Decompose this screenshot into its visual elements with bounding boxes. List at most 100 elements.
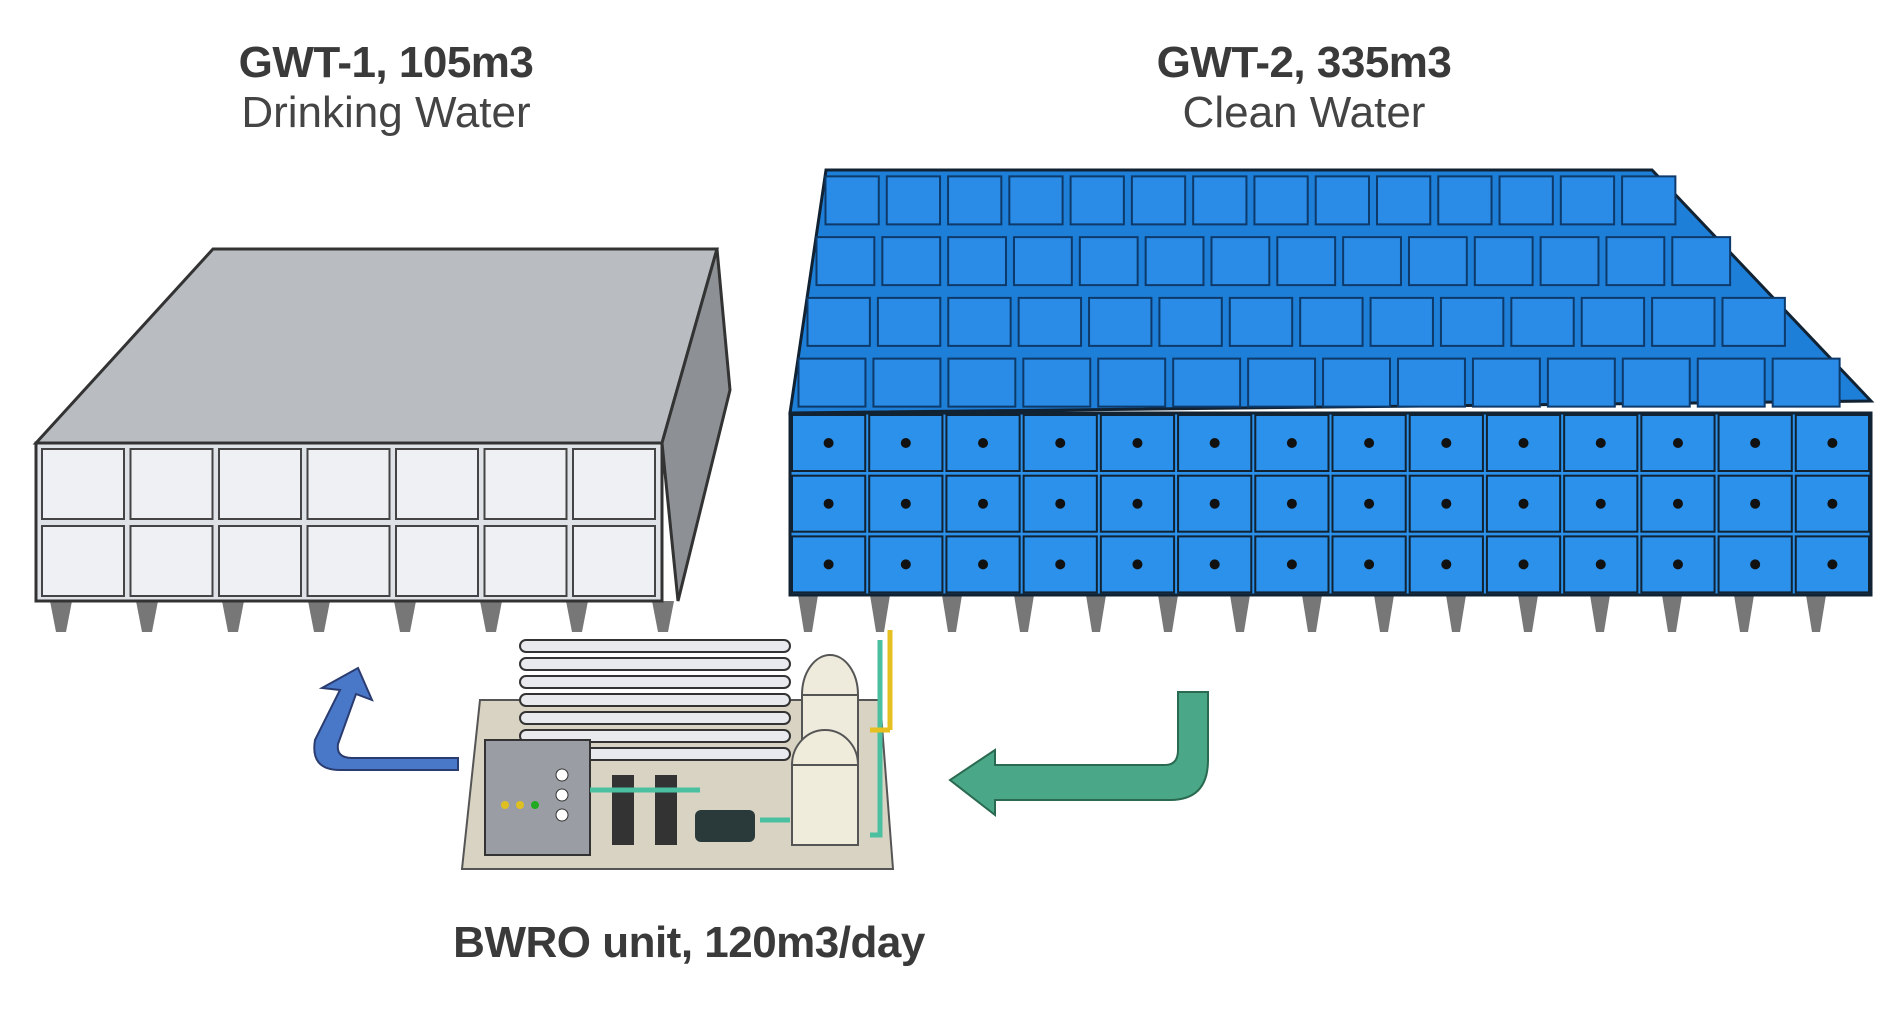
gwt2-panel-bolt [1055, 559, 1066, 570]
gwt1-panel [572, 525, 656, 597]
gwt2-top-panel [947, 296, 1012, 347]
gwt2-top-grid [797, 175, 1841, 408]
gwt2-panel-bolt [1209, 498, 1220, 509]
gwt2-top-panel [1510, 296, 1575, 347]
gwt2-top-panel [885, 175, 942, 226]
bwro-membrane-tube [519, 675, 791, 689]
gwt2-panel-bolt [1055, 498, 1066, 509]
gwt2-top-panel [1559, 175, 1616, 226]
gwt1-leg [136, 601, 158, 632]
arrow-from-gwt2 [948, 691, 1209, 818]
gwt2-leg [1086, 595, 1106, 632]
gwt2-top-panel [815, 236, 876, 287]
gwt2-panel-bolt [1518, 559, 1529, 570]
bwro-pump [695, 810, 755, 842]
gwt2-leg [1518, 595, 1538, 632]
bwro-membrane-tube [519, 711, 791, 725]
gwt2-leg [1302, 595, 1322, 632]
gwt1-leg [222, 601, 244, 632]
gwt2-top-panel [947, 175, 1003, 226]
gwt1-tank [32, 247, 732, 632]
gwt1-title: GWT-1, 105m3 [238, 38, 534, 87]
gwt2-leg [1374, 595, 1394, 632]
gwt2-panel-bolt [823, 438, 834, 448]
gwt2-top-panel [1210, 236, 1271, 287]
gwt2-top-panel [1696, 357, 1766, 408]
gwt1-panels [41, 448, 656, 597]
gwt2-top-panel [1088, 296, 1153, 347]
gwt2-top-panel [947, 357, 1017, 408]
gwt2-panel-bolt [823, 559, 834, 570]
gwt2-panel-bolt [1132, 438, 1143, 448]
gwt2-tank [788, 168, 1875, 632]
gwt2-panel-bolt [1827, 498, 1838, 509]
gwt2-top-panel [1158, 296, 1223, 347]
gwt2-top-panel [1078, 236, 1139, 287]
gwt2-top-panel [806, 296, 871, 347]
gwt2-panel-bolt [1441, 498, 1452, 509]
gwt2-top-panel [1580, 296, 1646, 347]
gwt2-leg [1446, 595, 1466, 632]
gwt2-top-panel [881, 236, 942, 287]
gwt2-panel-bolt [1672, 559, 1683, 570]
gwt2-panel-bolt [1827, 438, 1838, 448]
gwt2-leg [1230, 595, 1250, 632]
gwt2-top-panel [1771, 357, 1841, 408]
gwt2-panel [945, 535, 1021, 594]
bwro-filter-1 [612, 775, 634, 845]
gwt2-top-panel [1651, 296, 1716, 347]
gwt2-panel-bolt [1364, 438, 1375, 448]
gwt2-top-panel [1008, 175, 1064, 226]
gwt1-legs [50, 601, 674, 632]
gwt2-panel-bolt [1364, 559, 1375, 570]
gwt1-top [32, 247, 719, 445]
gwt1-panel [41, 525, 125, 597]
bwro-label: BWRO unit, 120m3/day [453, 918, 925, 967]
bwro-control-panel [484, 739, 591, 856]
gwt2-title: GWT-2, 335m3 [1156, 38, 1452, 87]
gwt2-panel-bolt [1286, 559, 1297, 570]
gwt1-panel [129, 448, 214, 520]
gwt2-top-panel [1228, 296, 1294, 347]
gwt1-leg [308, 601, 330, 632]
gwt2-leg [798, 595, 818, 632]
gwt1-panel [395, 448, 479, 520]
bwro-membrane-tube [519, 639, 791, 653]
gwt2-panel-bolt [1209, 438, 1220, 448]
arrow-to-gwt1 [313, 666, 459, 771]
gwt1-label: GWT-1, 105m3 Drinking Water [239, 38, 534, 138]
gwt2-panel-bolt [1441, 438, 1452, 448]
gwt2-panel-bolt [1441, 559, 1452, 570]
gwt1-leg [50, 601, 72, 632]
gwt2-panel-bolt [1827, 559, 1838, 570]
gwt2-panel-bolt [900, 438, 911, 448]
gwt2-panel-bolt [1672, 498, 1683, 509]
gwt1-panel [218, 448, 302, 520]
gwt1-panel [41, 448, 125, 520]
gwt2-panel-bolt [1364, 498, 1375, 509]
gwt2-panel [1794, 535, 1871, 594]
gwt2-top-panel [1375, 175, 1432, 226]
gwt2-panel-bolt [1132, 498, 1143, 509]
gwt2-panel-bolt [1595, 498, 1606, 509]
gwt2-panel-bolt [1286, 438, 1297, 448]
gwt1-side [660, 248, 732, 602]
gwt2-top-panel [1621, 357, 1691, 408]
gwt2-top-panel [1342, 236, 1402, 287]
gwt2-leg [870, 595, 890, 632]
gwt1-panel [129, 525, 214, 597]
gwt2-panel-bolt [1132, 559, 1143, 570]
gwt2-top-panel [1471, 357, 1541, 408]
gwt2-top-panel [1671, 236, 1732, 287]
gwt2-leg [942, 595, 962, 632]
gwt2-leg [1662, 595, 1682, 632]
gwt2-panel-bolt [1595, 438, 1606, 448]
gwt2-top-panel [824, 175, 880, 226]
gwt2-top-panel [1192, 175, 1248, 226]
gwt2-panel-bolt [1672, 438, 1683, 448]
gwt2-panel-bolt [1518, 438, 1529, 448]
gwt1-panel [306, 525, 391, 597]
bwro-unit [460, 630, 895, 870]
gwt2-panel-bolt [900, 559, 911, 570]
